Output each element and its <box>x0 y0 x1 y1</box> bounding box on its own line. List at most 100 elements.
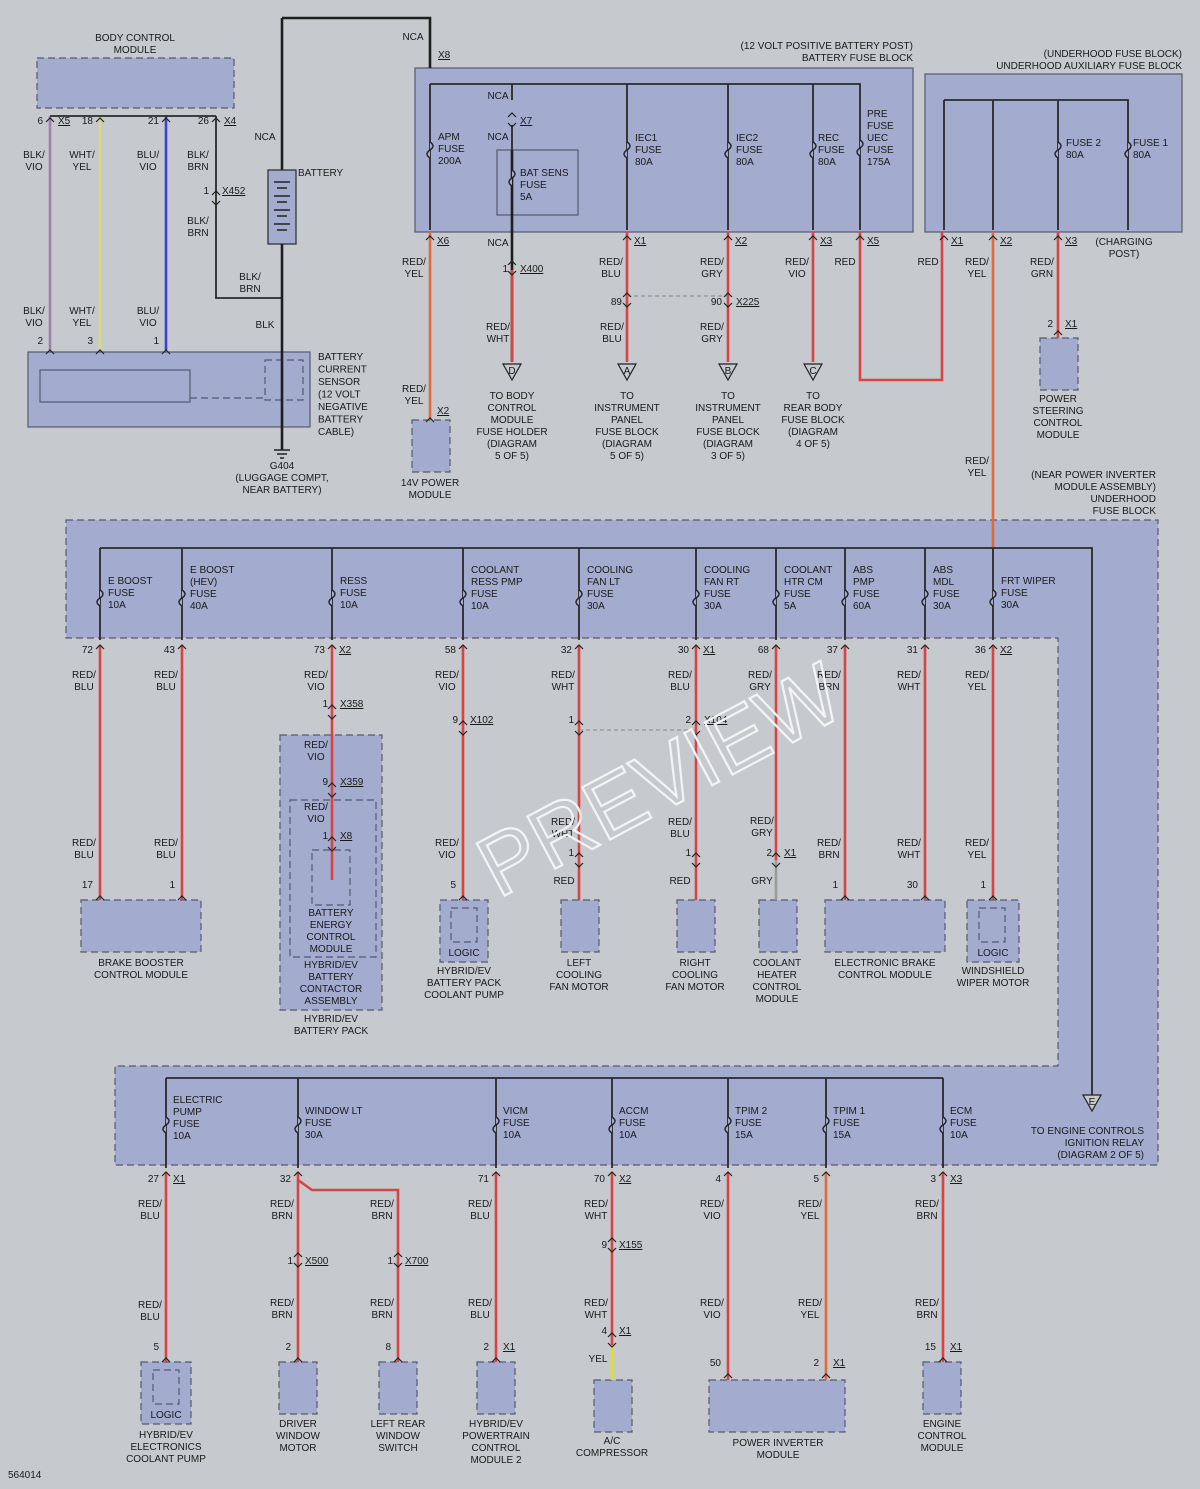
wire-color: RED/ <box>584 1298 608 1309</box>
fuse-symbol <box>724 1116 732 1134</box>
x225-pin: 89 <box>611 297 623 308</box>
low-wire-color: RED/ <box>798 1199 822 1210</box>
coolant-pump-label: HYBRID/EV <box>437 966 491 977</box>
mid-fuse-name: MDL <box>933 577 955 588</box>
sensor-pin: 2 <box>37 336 43 347</box>
left-fan-box <box>560 899 600 953</box>
wire-color: WHT <box>487 334 510 345</box>
fuse-symbol <box>822 1116 830 1134</box>
ebcm-label: CONTROL MODULE <box>838 970 932 981</box>
wire-color: BRN <box>371 1310 392 1321</box>
connector-pin <box>161 1171 171 1177</box>
battery-fuse-conn: X6 <box>437 236 450 247</box>
preview-watermark: PREVIEW <box>462 645 857 916</box>
reference-letter: E <box>1089 1097 1096 1108</box>
wire-color: VIO <box>703 1310 720 1321</box>
nca-label: NCA <box>487 238 508 249</box>
low-fuse-name: FUSE <box>735 1118 762 1129</box>
mid-fuse-name: 5A <box>784 601 797 612</box>
fuse-symbol <box>508 169 516 187</box>
reference-label: TO <box>721 391 735 402</box>
connector-pin <box>425 235 435 241</box>
x104-pin: 2 <box>685 715 691 726</box>
bcm-wire-color: VIO <box>139 162 156 173</box>
battery-sensor-label: (12 VOLT <box>318 390 361 401</box>
inline-connector <box>211 190 221 206</box>
battery-fuse-wire-color: RED/ <box>599 257 623 268</box>
fuse-symbol <box>162 1116 170 1134</box>
underhood-aux-title: UNDERHOOD AUXILIARY FUSE BLOCK <box>996 61 1182 72</box>
eccp-label: ELECTRONICS <box>130 1442 201 1453</box>
connector-pin <box>1053 235 1063 241</box>
connector-pin <box>161 117 171 123</box>
reference-arrow <box>616 363 638 382</box>
connector-pin <box>95 644 105 650</box>
low-fuse-name: 10A <box>173 1131 191 1142</box>
low-wire-color: RED/ <box>584 1199 608 1210</box>
battery-fuse-name: 80A <box>818 157 836 168</box>
heater-module-label: CONTROL <box>753 982 802 993</box>
x225-conn: X225 <box>736 297 760 308</box>
low-fuse-pin: 71 <box>478 1174 490 1185</box>
connector-pin <box>211 117 221 123</box>
x358-pin: 1 <box>322 699 328 710</box>
mid-fuse-name: 10A <box>471 601 489 612</box>
underhood-aux-title: (UNDERHOOD FUSE BLOCK) <box>1044 49 1182 60</box>
mid-fuse-name: COOLING <box>704 565 750 576</box>
low-fuse-pin: 32 <box>280 1174 292 1185</box>
near-inverter-title: FUSE BLOCK <box>1093 506 1157 517</box>
reference-label: 4 OF 5) <box>796 439 830 450</box>
low-module-pin: 2 <box>813 1358 819 1369</box>
nca-label: NCA <box>254 132 275 143</box>
low-fuse-name: 15A <box>735 1130 753 1141</box>
mid-module-pin: 1 <box>832 880 838 891</box>
inline-connector <box>723 292 733 308</box>
mid-fuse-name: ABS <box>933 565 953 576</box>
bcm-pin: 26 <box>198 116 210 127</box>
connector-pin <box>293 1171 303 1177</box>
mid-wire-color: GRY <box>749 682 771 693</box>
sensor-wire-color: BLK/ <box>23 306 45 317</box>
wire-color: YEL <box>968 850 987 861</box>
battery-sensor-label: CABLE) <box>318 427 354 438</box>
aux-fuse-name: 80A <box>1133 150 1151 161</box>
heater-module-label: HEATER <box>757 970 797 981</box>
mid-module-pin: 1 <box>980 880 986 891</box>
mid-module-pin: 30 <box>907 880 919 891</box>
connector-pin <box>723 235 733 241</box>
connector-pin <box>771 644 781 650</box>
coolant-pump-label: COOLANT PUMP <box>424 990 504 1001</box>
mid-fuse-name: (HEV) <box>190 577 217 588</box>
contactor-label: CONTACTOR <box>300 984 362 995</box>
sensor-wire-color: YEL <box>73 318 92 329</box>
reference-letter: A <box>624 366 631 377</box>
power-steering-module-box <box>1039 337 1079 391</box>
mid-fuse-name: FUSE <box>190 589 217 600</box>
x8b-pin: 1 <box>322 831 328 842</box>
connector-pin <box>161 1357 171 1363</box>
mid-module-pin: 1 <box>169 880 175 891</box>
fuse-symbol <box>692 589 700 607</box>
sensor-wire-color: VIO <box>139 318 156 329</box>
mid-wire-color: VIO <box>307 682 324 693</box>
battery-fuse-name: FUSE <box>818 145 845 156</box>
power-steering-module-label: STEERING <box>1032 406 1083 417</box>
battery-sensor-label: SENSOR <box>318 377 360 388</box>
low-fuse-name: 30A <box>305 1130 323 1141</box>
low-fuse-pin: 27 <box>148 1174 160 1185</box>
battery-fuse-conn: X1 <box>634 236 647 247</box>
fuse-symbol <box>328 589 336 607</box>
wire-color: RED/ <box>817 838 841 849</box>
inline-connector <box>622 292 632 308</box>
fuse-symbol <box>724 141 732 159</box>
power-steer-pin: 2 <box>1047 319 1053 330</box>
connector-pin <box>491 1357 501 1363</box>
charging-post-label: (CHARGING <box>1095 237 1152 248</box>
low-fuse-name: TPIM 2 <box>735 1106 768 1117</box>
body-control-module-label: BODY CONTROL <box>95 33 175 44</box>
fuse-symbol <box>459 589 467 607</box>
wire-color: RED/ <box>798 1298 822 1309</box>
ecm-label: MODULE <box>921 1443 964 1454</box>
low-module-pin: 8 <box>385 1342 391 1353</box>
inline-connector <box>507 260 517 276</box>
